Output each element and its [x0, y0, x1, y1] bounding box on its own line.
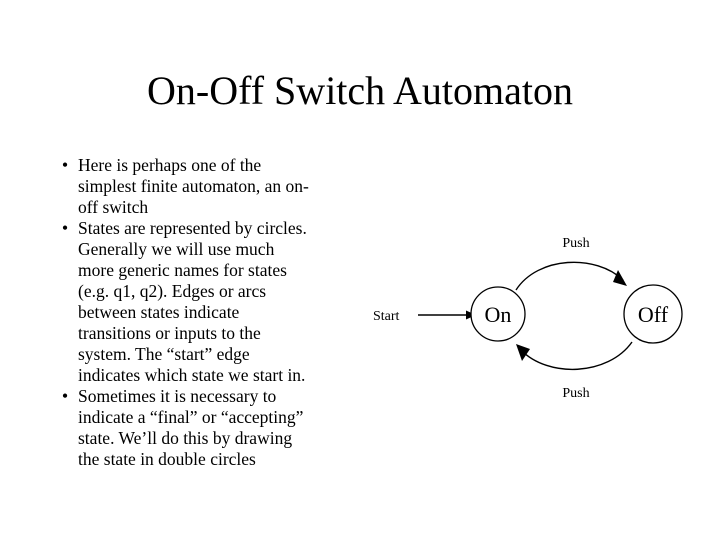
- list-item-line: indicate a “final” or “accepting”: [78, 407, 304, 427]
- bullet-marker-icon: •: [61, 218, 69, 238]
- list-item-text: Here is perhaps one of the simplest fini…: [78, 155, 362, 218]
- transition-arc-on-to-off: [515, 261, 624, 291]
- list-item-line: system. The “start” edge: [78, 344, 250, 364]
- list-item: • States are represented by circles. Gen…: [52, 218, 362, 386]
- state-label-off: Off: [638, 302, 669, 327]
- bullet-marker-icon: •: [61, 386, 69, 406]
- list-item-line: off switch: [78, 197, 149, 217]
- list-item: • Here is perhaps one of the simplest fi…: [52, 155, 362, 218]
- list-item: • Sometimes it is necessary to indicate …: [52, 386, 362, 470]
- transition-arrowhead-on-to-off-icon: [613, 270, 627, 286]
- state-circle-off[interactable]: [623, 284, 683, 344]
- bullet-list: • Here is perhaps one of the simplest fi…: [52, 155, 362, 470]
- list-item-line: state. We’ll do this by drawing: [78, 428, 293, 448]
- list-item-line: simplest finite automaton, an on-: [78, 176, 309, 196]
- list-item-line: (e.g. q1, q2). Edges or arcs: [78, 281, 267, 301]
- automaton-diagram: Start On Off Push Push: [360, 220, 720, 415]
- page-title: On-Off Switch Automaton: [147, 68, 573, 113]
- list-item-line: indicates which state we start in.: [78, 365, 306, 385]
- transition-label-push-top: Push: [562, 236, 589, 251]
- list-item-text: Sometimes it is necessary to indicate a …: [78, 386, 362, 470]
- list-item-line: more generic names for states: [78, 260, 287, 280]
- list-item-text: States are represented by circles. Gener…: [78, 218, 362, 386]
- bullet-marker-icon: •: [61, 155, 69, 175]
- list-item-line: the state in double circles: [78, 449, 256, 469]
- state-circle-on[interactable]: [470, 286, 526, 342]
- list-item-line: States are represented by circles.: [78, 218, 307, 238]
- list-item-line: Sometimes it is necessary to: [78, 386, 277, 406]
- list-item-line: transitions or inputs to the: [78, 323, 261, 343]
- state-label-on: On: [485, 302, 512, 327]
- transition-arc-off-to-on: [520, 341, 633, 370]
- list-item-line: between states indicate: [78, 302, 240, 322]
- transition-label-push-bottom: Push: [562, 386, 589, 401]
- list-item-line: Here is perhaps one of the: [78, 155, 262, 175]
- start-label: Start: [373, 309, 400, 324]
- transition-arrowhead-off-to-on-icon: [516, 344, 530, 361]
- list-item-line: Generally we will use much: [78, 239, 275, 259]
